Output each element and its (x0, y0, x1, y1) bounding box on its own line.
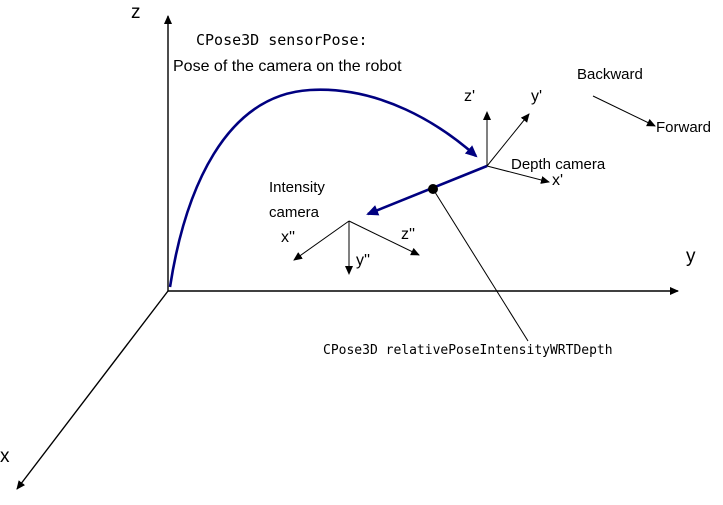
intensity-x-label: x'' (281, 229, 296, 246)
intensity-camera-label-line2: camera (269, 204, 320, 221)
depth-x-axis (486, 165, 550, 184)
depth-z-label: z' (464, 88, 476, 105)
depth-camera-label: Depth camera (511, 156, 606, 173)
intensity-x-axis (293, 220, 350, 261)
intensity-z-label: z'' (401, 226, 416, 243)
world-z-label: z (131, 2, 141, 23)
depth-y-axis (486, 113, 530, 167)
relative-pose-label: CPose3D relativePoseIntensityWRTDepth (323, 343, 613, 358)
world-x-axis (16, 290, 169, 490)
world-x-label: x (0, 446, 10, 467)
forward-label: Forward (656, 119, 712, 136)
relative-pose-callout-line (432, 188, 529, 342)
intensity-y-label: y'' (356, 252, 371, 269)
intensity-camera-label-line1: Intensity (269, 179, 325, 196)
depth-y-label: y' (531, 88, 543, 105)
world-y-label: y (686, 246, 696, 267)
sensor-pose-subtitle: Pose of the camera on the robot (173, 58, 402, 75)
depth-x-label: x' (552, 172, 564, 189)
backward-label: Backward (577, 66, 643, 83)
sensor-pose-arrow (168, 88, 478, 288)
relative-pose-arrow (366, 164, 488, 216)
backward-forward-arrow (592, 95, 656, 127)
intensity-z-axis (348, 220, 420, 256)
sensor-pose-title: CPose3D sensorPose: (196, 31, 368, 49)
